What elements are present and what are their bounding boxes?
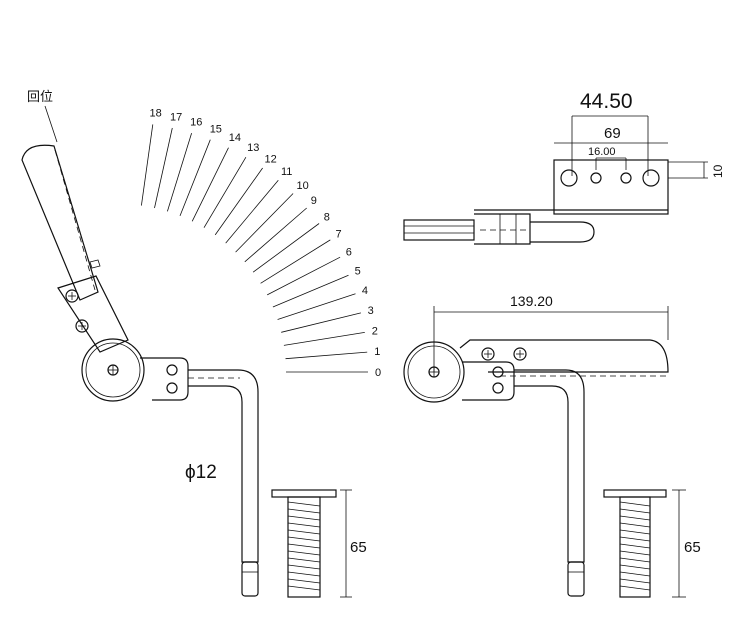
rod-end-cap	[241, 561, 259, 597]
side-bolt-thread	[619, 501, 651, 591]
top-plate	[553, 159, 669, 215]
rotation-hub	[81, 338, 145, 402]
position-line-10	[235, 193, 294, 253]
position-line-1	[285, 351, 368, 360]
position-line-16	[167, 132, 192, 212]
side-hub	[403, 341, 465, 403]
position-line-11	[225, 179, 279, 244]
dim-69: 69	[604, 125, 621, 142]
position-label-12: 12	[265, 153, 277, 165]
side-link-plate	[462, 361, 515, 401]
position-label-5: 5	[355, 266, 361, 278]
position-line-13	[203, 156, 247, 228]
position-line-14	[191, 147, 229, 222]
link-plate	[140, 357, 189, 401]
position-label-17: 17	[170, 111, 182, 123]
position-line-6	[267, 256, 341, 296]
top-rod	[530, 221, 595, 243]
position-label-6: 6	[346, 247, 352, 259]
position-line-8	[252, 223, 320, 273]
bracket-screw-bottom	[75, 319, 89, 333]
top-arm-tip	[403, 219, 475, 241]
position-line-17	[154, 127, 173, 209]
position-line-3	[281, 312, 361, 333]
tilted-arm	[21, 144, 99, 301]
position-line-12	[214, 167, 263, 236]
position-label-2: 2	[372, 326, 378, 338]
arm-centerline	[54, 149, 96, 291]
bolt-thread	[287, 501, 321, 591]
side-link-hole-top	[492, 366, 504, 378]
hole-b	[620, 172, 632, 184]
side-view: 139.20 65	[403, 293, 701, 598]
position-line-15	[179, 139, 211, 217]
position-label-1: 1	[374, 346, 380, 358]
side-bolt-shank	[619, 496, 651, 598]
bracket-plate	[57, 275, 129, 353]
position-label-13: 13	[247, 142, 259, 154]
dim-65-left: 65	[350, 539, 367, 556]
position-label-16: 16	[190, 117, 202, 129]
slot-left	[560, 169, 578, 187]
position-label-9: 9	[311, 195, 317, 207]
side-screw-a	[481, 347, 495, 361]
position-line-4	[277, 293, 356, 320]
position-label-3: 3	[368, 305, 374, 317]
side-bolt-head	[603, 489, 667, 498]
position-line-9	[244, 207, 307, 263]
position-label-4: 4	[362, 285, 368, 297]
side-rod-end-cap	[567, 561, 585, 597]
position-label-11: 11	[281, 166, 292, 178]
top-view: 44.50 69 16.00 10	[403, 90, 725, 245]
dim-139-20: 139.20	[510, 293, 553, 309]
dim-16-00: 16.00	[588, 146, 616, 158]
dim-44-50: 44.50	[580, 90, 633, 113]
return-position-label: 回位	[27, 89, 53, 104]
position-line-2	[283, 332, 365, 346]
position-label-0: 0	[375, 367, 381, 379]
bolt-shank	[287, 496, 321, 598]
position-line-7	[260, 239, 331, 284]
diameter-label: ϕ12	[185, 462, 217, 483]
side-screw-b	[513, 347, 527, 361]
position-label-10: 10	[297, 180, 309, 192]
side-arm	[459, 339, 669, 373]
position-label-7: 7	[336, 229, 342, 241]
position-label-18: 18	[150, 108, 162, 120]
bolt-head	[271, 489, 337, 498]
position-label-15: 15	[210, 124, 222, 136]
return-leader-line	[44, 105, 58, 143]
position-label-8: 8	[324, 211, 330, 223]
bracket-screw-top	[65, 289, 79, 303]
position-label-14: 14	[229, 132, 241, 144]
slot-right	[642, 169, 660, 187]
dim-10: 10	[711, 164, 725, 178]
arm-notch	[89, 259, 101, 269]
dim-65-right: 65	[684, 539, 701, 556]
link-hole-bottom	[166, 382, 178, 394]
link-hole-top	[166, 364, 178, 376]
position-line-18	[141, 124, 154, 206]
position-line-5	[272, 274, 349, 308]
side-link-hole-bottom	[492, 382, 504, 394]
left-hinge-view: 回位 ϕ12 65	[21, 89, 381, 598]
hole-a	[590, 172, 602, 184]
side-l-rod	[514, 369, 585, 563]
top-hinge-block	[474, 213, 531, 245]
